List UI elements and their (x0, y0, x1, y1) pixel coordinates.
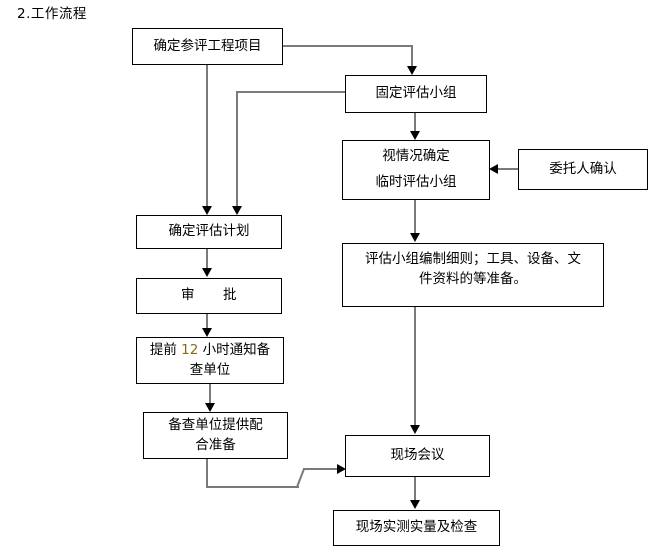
node-unit-prepare-label-line1: 备查单位提供配 (168, 416, 263, 433)
edge-unit-prepare-to-site-meeting-vertical (206, 459, 208, 488)
edge-client-confirm-to-temp-team-arrowhead (489, 164, 498, 174)
edge-unit-prepare-to-site-meeting-horizontal-lower (206, 486, 299, 488)
edge-unit-prepare-to-site-meeting-arrowhead (337, 464, 346, 474)
node-approval[interactable]: 审 批 (136, 278, 282, 314)
node-notify-unit-label-line2: 查单位 (189, 361, 231, 378)
edge-unit-prepare-to-site-meeting-horizontal-upper (303, 468, 341, 470)
edge-unit-prepare-to-site-meeting-jog (296, 468, 305, 488)
edge-confirm-plan-to-approval-arrowhead (202, 268, 212, 277)
node-prepare-rules-label-line2: 件资料的等准备。 (419, 270, 527, 287)
edge-prepare-rules-to-site-meeting-arrowhead (410, 425, 420, 434)
node-client-confirm[interactable]: 委托人确认 (518, 149, 648, 190)
edge-prepare-rules-to-site-meeting-vertical (414, 307, 416, 427)
node-site-measure[interactable]: 现场实测实量及检查 (333, 510, 500, 546)
edge-client-confirm-to-temp-team-horizontal (497, 168, 519, 170)
edge-confirm-project-to-fixed-team-horizontal (283, 45, 413, 47)
edge-site-meeting-to-site-measure-vertical (414, 477, 416, 503)
node-fixed-team-label: 固定评估小组 (375, 85, 457, 102)
edge-fixed-team-to-temp-team-vertical (414, 113, 416, 133)
node-notify-unit-label-line1: 提前 12 小时通知备 (150, 341, 270, 361)
notify-suffix-text: 小时通知备 (198, 341, 271, 358)
node-site-measure-label: 现场实测实量及检查 (355, 519, 478, 536)
node-unit-prepare[interactable]: 备查单位提供配 合准备 (143, 412, 288, 459)
edge-approval-to-notify-vertical (206, 314, 208, 330)
node-site-meeting-label: 现场会议 (390, 447, 445, 464)
edge-fixed-team-to-confirm-plan-arrowhead (232, 206, 242, 215)
node-confirm-project[interactable]: 确定参评工程项目 (132, 28, 283, 65)
page-title: 2.工作流程 (17, 6, 87, 22)
edge-confirm-project-to-confirm-plan-vertical (206, 65, 208, 208)
node-prepare-rules[interactable]: 评估小组编制细则；工具、设备、文 件资料的等准备。 (342, 243, 604, 307)
edge-confirm-project-to-confirm-plan-arrowhead (202, 206, 212, 215)
notify-prefix-text: 提前 (149, 341, 182, 358)
edge-temp-team-to-prepare-rules-arrowhead (410, 233, 420, 242)
edge-notify-to-unit-prepare-arrowhead (205, 403, 215, 412)
edge-fixed-team-to-temp-team-arrowhead (410, 131, 420, 140)
node-temp-team[interactable]: 视情况确定 临时评估小组 (342, 140, 490, 200)
node-fixed-team[interactable]: 固定评估小组 (345, 75, 487, 113)
edge-confirm-project-to-fixed-team-vertical (411, 45, 413, 68)
node-confirm-plan[interactable]: 确定评估计划 (136, 215, 282, 249)
edge-confirm-plan-to-approval-vertical (206, 249, 208, 270)
edge-notify-to-unit-prepare-vertical (209, 384, 211, 405)
edge-fixed-team-to-confirm-plan-horizontal (236, 91, 346, 93)
edge-approval-to-notify-arrowhead (202, 328, 212, 337)
node-prepare-rules-label-line1: 评估小组编制细则；工具、设备、文 (365, 251, 581, 267)
jog-svg (296, 468, 305, 488)
node-approval-label: 审 批 (181, 287, 237, 304)
notify-hours-number: 12 (181, 341, 199, 358)
edge-fixed-team-to-confirm-plan-vertical (236, 91, 238, 208)
node-site-meeting[interactable]: 现场会议 (345, 435, 490, 477)
node-temp-team-label-line2: 临时评估小组 (375, 174, 457, 191)
edge-temp-team-to-prepare-rules-vertical (414, 200, 416, 235)
edge-site-meeting-to-site-measure-arrowhead (410, 500, 420, 509)
node-confirm-project-label: 确定参评工程项目 (153, 37, 262, 54)
node-temp-team-label-line1: 视情况确定 (382, 148, 450, 165)
node-client-confirm-label: 委托人确认 (549, 160, 617, 177)
edge-confirm-project-to-fixed-team-arrowhead (407, 66, 417, 75)
node-confirm-plan-label: 确定评估计划 (168, 223, 250, 240)
node-unit-prepare-label-line2: 合准备 (195, 436, 236, 453)
node-notify-unit[interactable]: 提前 12 小时通知备 查单位 (136, 337, 284, 384)
